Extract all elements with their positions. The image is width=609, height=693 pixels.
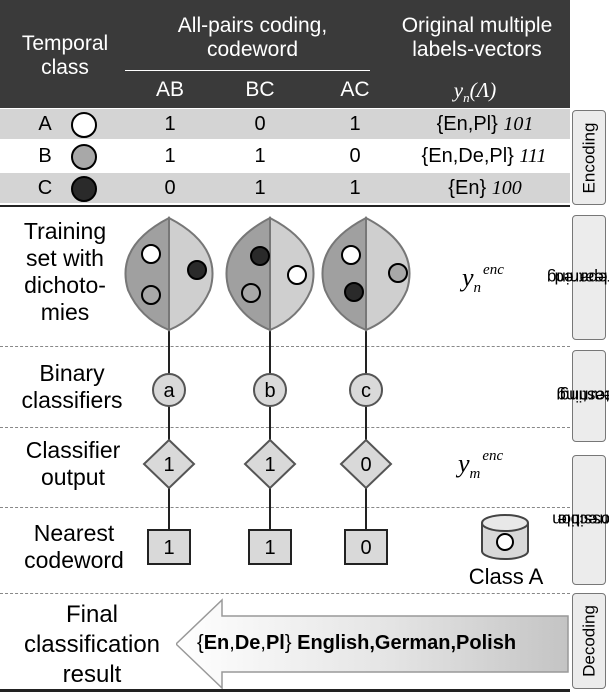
label-vector: {En} 100 [448, 177, 522, 199]
white-point-icon [341, 245, 361, 265]
all-pairs-heading: All-pairs coding, codeword [177, 14, 328, 61]
col-ab-header: AB [155, 78, 184, 101]
codeword-value-c: 0 [360, 537, 371, 559]
white-circle-icon [496, 533, 514, 551]
codeword-box-b [248, 529, 292, 565]
cell-ab: 1 [164, 113, 176, 135]
black-point-icon [344, 282, 364, 302]
classifier-node-b [253, 373, 287, 407]
table-row-c: C 0 1 1 {En} 100 [0, 173, 570, 203]
classifier-label-a: a [163, 380, 175, 402]
classifier-label-c: c [361, 380, 371, 402]
dichotomy-lens-a [124, 216, 214, 332]
classifier-node-c [349, 373, 383, 407]
classifier-output-label: Classifier output [25, 437, 121, 490]
cell-ac: 1 [349, 113, 361, 135]
col-bc-header: BC [245, 78, 275, 101]
output-diamond-b [243, 438, 297, 490]
output-value-c: 0 [360, 454, 371, 476]
black-circle-icon [71, 176, 97, 202]
separator-2 [0, 427, 570, 428]
col-ac-header: AC [340, 78, 370, 101]
ym-enc-label: ymenc [458, 448, 504, 483]
final-result-text: {En,De,Pl} English,German,Polish [197, 632, 517, 654]
codeword-box-a [147, 529, 191, 565]
codeword-value-b: 1 [264, 537, 275, 559]
cell-bc: 0 [254, 113, 266, 135]
training-set-label: Training set with dichoto- mies [23, 218, 107, 325]
output-value-b: 1 [264, 454, 275, 476]
table-row-b: B 1 1 0 {En,De,Pl} 111 [0, 141, 570, 171]
dichotomy-lens-c [321, 216, 411, 332]
yn-header: yn(Λ) [453, 78, 497, 106]
label-vector: {En,De,Pl} 111 [421, 145, 547, 167]
classifier-diagram: a b c 1 1 0 1 1 0 [124, 216, 529, 565]
separator-1 [0, 346, 570, 347]
class-a-database-icon [481, 514, 529, 560]
class-label: B [38, 145, 52, 167]
yn-enc-label: ynenc [462, 262, 504, 297]
table-row-a: A 1 0 1 {En,Pl} 101 [0, 109, 570, 139]
class-label: A [38, 113, 52, 135]
learning-tag: Learning/ testing [556, 350, 609, 442]
gray-point-icon [241, 283, 261, 303]
cell-bc: 1 [254, 145, 266, 167]
cell-ac: 0 [349, 145, 361, 167]
dichotomy-lens-b [225, 216, 315, 332]
classifier-label-b: b [264, 380, 275, 402]
codeword-value-a: 1 [163, 537, 174, 559]
label-vector: {En,Pl} 101 [436, 113, 534, 135]
cell-bc: 1 [254, 177, 266, 199]
nearest-codeword-label: Nearest codeword [24, 520, 124, 573]
black-point-icon [187, 260, 207, 280]
white-circle-icon [71, 112, 97, 138]
cell-ab: 1 [164, 145, 176, 167]
output-diamond-a [142, 438, 196, 490]
separator-4 [0, 593, 570, 594]
header-divider [125, 70, 370, 71]
class-label: C [37, 177, 53, 199]
separator-3 [0, 507, 570, 508]
table-header: Temporal class All-pairs coding, codewor… [0, 0, 570, 108]
correction-tag: Possiblecorrection [552, 455, 609, 585]
decoding-tag: Decoding [572, 593, 606, 689]
classifier-node-a [152, 373, 186, 407]
original-labels-heading: Original multiple labels-vectors [401, 14, 553, 61]
final-result-label: Final classification result [23, 601, 161, 688]
binary-classifiers-label: Binary classifiers [21, 360, 123, 413]
temporal-class-heading: Temporal class [21, 32, 109, 79]
class-a-label: Class A [468, 564, 544, 589]
white-point-icon [287, 265, 307, 285]
white-point-icon [141, 244, 161, 264]
gray-point-icon [141, 285, 161, 305]
prepared-tag: Preparedfor learning [546, 215, 609, 340]
gray-point-icon [388, 263, 408, 283]
table-bottom-rule [0, 205, 570, 207]
output-diamond-c [339, 438, 393, 490]
black-point-icon [250, 246, 270, 266]
bottom-rule [0, 689, 570, 692]
encoding-tag: Encoding [572, 110, 606, 205]
cell-ab: 0 [164, 177, 176, 199]
codeword-box-c [344, 529, 388, 565]
cell-ac: 1 [349, 177, 361, 199]
gray-circle-icon [71, 144, 97, 170]
decoding-arrow [176, 598, 569, 690]
output-value-a: 1 [163, 454, 174, 476]
